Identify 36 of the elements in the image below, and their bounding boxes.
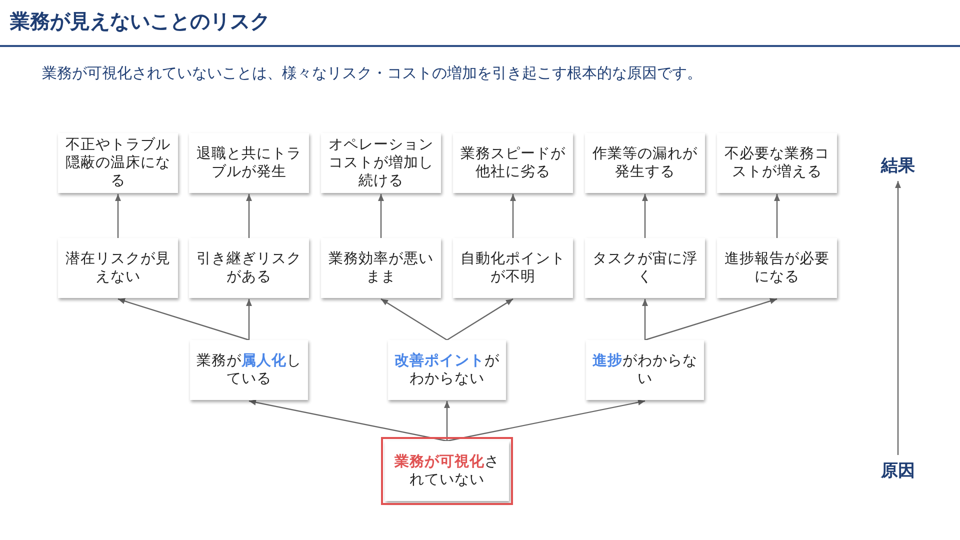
arrow (118, 298, 250, 341)
arrow (774, 194, 780, 238)
process-box: オペレーションコストが増加し続ける (321, 133, 441, 193)
arrow (246, 194, 252, 238)
arrow (446, 298, 514, 340)
process-box: 業務スピードが他社に劣る (453, 133, 573, 193)
arrow (380, 298, 448, 340)
arrow (248, 399, 448, 442)
arrow (444, 401, 450, 441)
process-box: 引き継ぎリスクがある (189, 238, 309, 298)
process-box: 業務効率が悪いまま (321, 238, 441, 298)
axis-label: 結果 (870, 150, 926, 180)
title: 業務が見えないことのリスク (10, 8, 270, 35)
process-box: 自動化ポイントが不明 (453, 238, 573, 298)
axis-label: 原因 (870, 455, 926, 485)
arrow (246, 299, 252, 340)
process-box: 退職と共にトラブルが発生 (189, 133, 309, 193)
arrow (895, 181, 901, 455)
arrow (644, 298, 778, 341)
arrow (510, 194, 516, 238)
arrow (642, 299, 648, 340)
arrow (115, 194, 121, 238)
process-box: 進捗がわからない (586, 340, 704, 400)
process-box: 進捗報告が必要になる (717, 238, 837, 298)
process-box: 潜在リスクが見えない (58, 238, 178, 298)
arrow (378, 194, 384, 238)
arrow (446, 399, 646, 442)
process-box: 不必要な業務コストが増える (717, 133, 837, 193)
process-box: 改善ポイントがわからない (388, 340, 506, 400)
process-box: 業務が可視化されていない (385, 441, 509, 501)
process-box: タスクが宙に浮く (585, 238, 705, 298)
process-box: 作業等の漏れが発生する (585, 133, 705, 193)
arrow (642, 194, 648, 238)
process-box: 不正やトラブル隠蔽の温床になる (58, 133, 178, 193)
subtitle: 業務が可視化されていないことは、様々なリスク・コストの増加を引き起こす根本的な原因です。 (42, 64, 702, 83)
process-box: 業務が属人化している (190, 340, 308, 400)
